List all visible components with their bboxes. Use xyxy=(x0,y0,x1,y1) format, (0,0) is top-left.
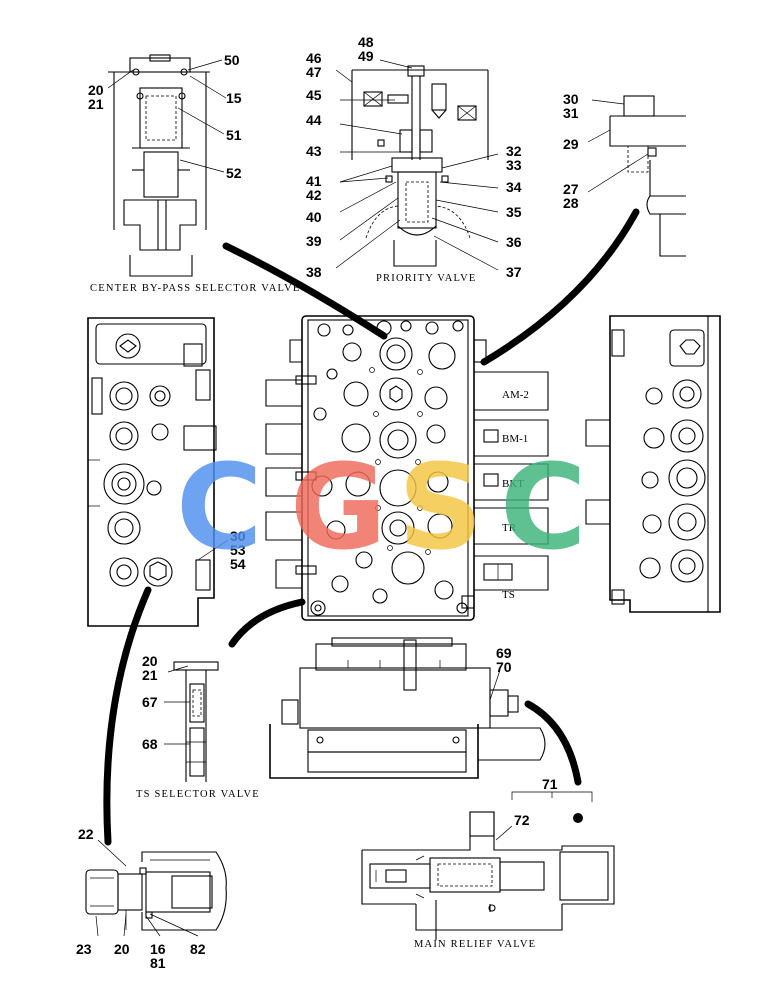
callout-72: 72 xyxy=(514,812,530,828)
callout-67: 67 xyxy=(142,694,158,710)
callout-30: 30 xyxy=(563,91,579,107)
leader-69 xyxy=(489,669,501,701)
callout-68: 68 xyxy=(142,736,158,752)
main-relief-valve-drawing xyxy=(361,791,615,940)
callout-70: 70 xyxy=(496,659,512,675)
callout-44: 44 xyxy=(306,112,322,128)
callout-23: 23 xyxy=(76,941,92,957)
watermark-letter-4: C xyxy=(500,438,587,576)
priority-valve-drawing xyxy=(351,65,489,267)
caption-priority-valve: PRIORITY VALVE xyxy=(376,273,477,284)
callout-35: 35 xyxy=(506,204,522,220)
bullet-marker xyxy=(573,813,583,823)
callout-50: 50 xyxy=(224,52,240,68)
callout-21: 21 xyxy=(88,96,104,112)
center-main-valve-body xyxy=(265,315,549,621)
callout-28: 28 xyxy=(563,195,579,211)
callout-41: 41 xyxy=(306,173,322,189)
callout-48: 48 xyxy=(358,34,374,50)
callout-49: 49 xyxy=(358,48,374,64)
ts-selector-valve-drawing xyxy=(173,661,219,782)
port-label-bm1: BM-1 xyxy=(502,433,528,445)
leader-ts-20 xyxy=(167,665,189,673)
callout-27: 27 xyxy=(563,181,579,197)
callout-69: 69 xyxy=(496,645,512,661)
callout-40: 40 xyxy=(306,209,322,225)
callout-34: 34 xyxy=(506,179,522,195)
priority-valve-leaders xyxy=(335,59,499,271)
callout-81: 81 xyxy=(150,955,166,971)
callout-15: 15 xyxy=(226,90,242,106)
leader-27 xyxy=(587,153,649,193)
callout-51: 51 xyxy=(226,127,242,143)
callout-82: 82 xyxy=(190,941,206,957)
port-label-tr: TR xyxy=(502,522,517,534)
callout-30-b: 30 xyxy=(230,528,246,544)
caption-center-bypass-selector-valve: CENTER BY-PASS SELECTOR VALVE xyxy=(90,283,301,294)
left-side-view-drawing xyxy=(87,317,217,627)
callout-29: 29 xyxy=(563,136,579,152)
detail-pointer-curves xyxy=(103,208,640,846)
caption-main-relief-valve: MAIN RELIEF VALVE xyxy=(414,939,536,950)
callout-31: 31 xyxy=(563,105,579,121)
right-side-view-drawing xyxy=(585,315,721,613)
watermark-letter-2: G xyxy=(290,438,387,576)
watermark-logo: C G S C xyxy=(176,438,587,576)
leader-72 xyxy=(495,825,513,841)
callout-71: 71 xyxy=(542,776,558,792)
watermark-letter-3: S xyxy=(398,438,483,576)
caption-ts-selector-valve: TS SELECTOR VALVE xyxy=(136,789,260,800)
bottom-left-leaders xyxy=(95,839,199,937)
callout-37: 37 xyxy=(506,264,522,280)
watermark-letter-1: C xyxy=(176,438,263,576)
callout-33: 33 xyxy=(506,157,522,173)
callout-46: 46 xyxy=(306,50,322,66)
leader-30 xyxy=(591,99,625,105)
port-label-bkt: BKT xyxy=(502,478,524,490)
callout-22: 22 xyxy=(78,826,94,842)
callout-42: 42 xyxy=(306,187,322,203)
leader-29 xyxy=(587,129,611,143)
callout-20: 20 xyxy=(88,82,104,98)
callout-32: 32 xyxy=(506,143,522,159)
center-bypass-selector-valve-drawing xyxy=(108,54,210,277)
callout-43: 43 xyxy=(306,143,322,159)
callout-47: 47 xyxy=(306,64,322,80)
bottom-left-detail-drawing xyxy=(85,851,227,931)
bottom-center-view-drawing xyxy=(269,637,546,779)
callout-21-ts: 21 xyxy=(142,667,158,683)
callout-45: 45 xyxy=(306,87,322,103)
callout-16: 16 xyxy=(150,941,166,957)
callout-20-detail: 20 xyxy=(114,941,130,957)
leader-30-53-54 xyxy=(197,539,229,561)
callout-52: 52 xyxy=(226,165,242,181)
port-label-ts: TS xyxy=(502,589,515,601)
port-label-am2: AM-2 xyxy=(502,389,529,401)
callout-36: 36 xyxy=(506,234,522,250)
callout-20-ts: 20 xyxy=(142,653,158,669)
callout-54: 54 xyxy=(230,556,246,572)
callout-38: 38 xyxy=(306,264,322,280)
callout-39: 39 xyxy=(306,233,322,249)
top-right-detail-drawing xyxy=(609,95,686,257)
callout-53: 53 xyxy=(230,542,246,558)
center-bypass-leaders xyxy=(107,59,227,173)
